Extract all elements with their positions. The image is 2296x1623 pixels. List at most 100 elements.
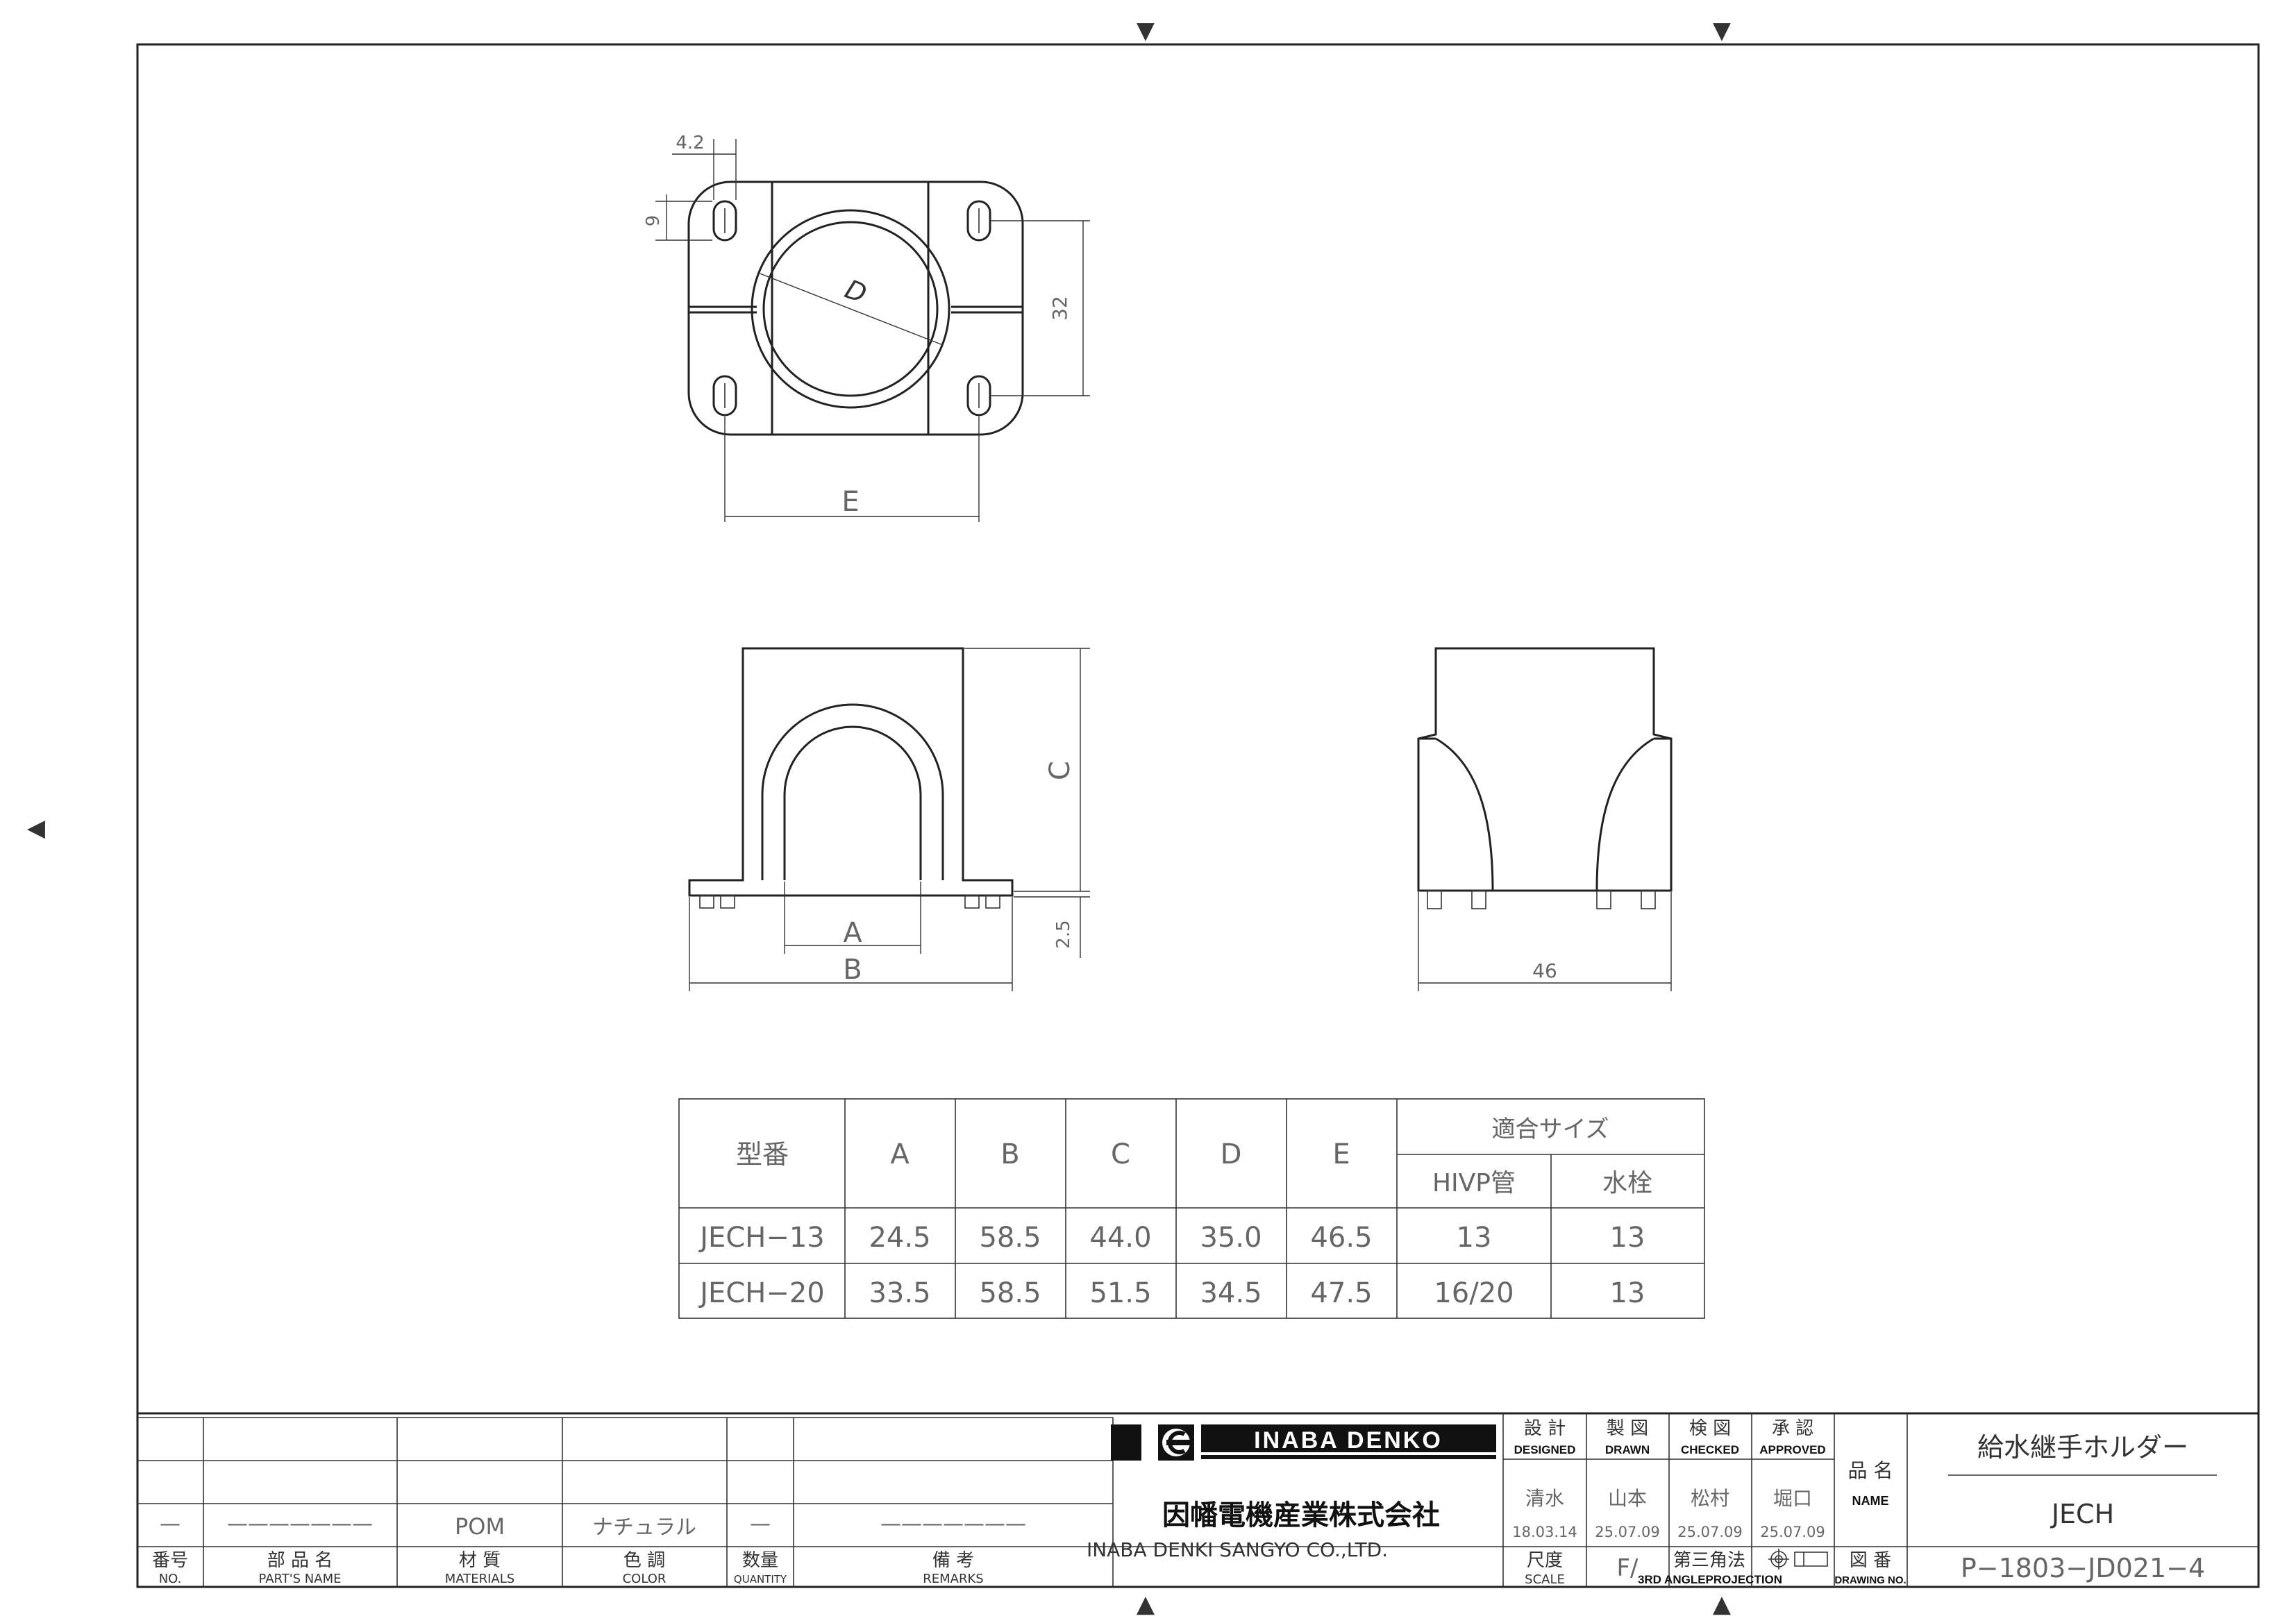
approval-date: 25.07.09 (1595, 1524, 1660, 1540)
company-name-en: INABA DENKI SANGYO CO.,LTD. (1087, 1538, 1388, 1561)
company-name-jp: 因幡電機産業株式会社 (1162, 1500, 1440, 1531)
col-header-d: D (1221, 1138, 1242, 1170)
projection-symbol-icon (1768, 1549, 1828, 1570)
scale-label-en: SCALE (1525, 1572, 1565, 1587)
approval-checked: 検 図 CHECKED 松村 25.07.09 (1677, 1418, 1743, 1540)
dim-pitch: E (841, 486, 859, 518)
product-title-jp: 給水継手ホルダー (1977, 1432, 2188, 1463)
name-label-en: NAME (1852, 1494, 1889, 1508)
approval-designed: 設 計 DESIGNED 清水 18.03.14 (1512, 1418, 1577, 1540)
cell-faucet: 13 (1610, 1222, 1645, 1254)
cell-a: 24.5 (869, 1222, 930, 1254)
center-marker-top-right: ▼ (1713, 17, 1732, 44)
cell-c: 51.5 (1089, 1277, 1151, 1309)
part-remarks: ——————— (880, 1512, 1026, 1536)
logo-text: INABA DENKO (1254, 1427, 1443, 1454)
cell-hivp: 16/20 (1434, 1277, 1514, 1309)
part-material: POM (455, 1513, 505, 1540)
header-part-jp: 部 品 名 (267, 1550, 333, 1571)
col-header-faucet: 水栓 (1602, 1169, 1652, 1197)
approval-name: 松村 (1691, 1487, 1729, 1510)
col-header-b: B (1000, 1138, 1019, 1170)
part-number: — (160, 1512, 181, 1536)
col-header-c: C (1111, 1138, 1130, 1170)
mount-slot (712, 200, 737, 242)
approval-label-en: APPROVED (1759, 1443, 1825, 1456)
header-mat-jp: 材 質 (459, 1550, 501, 1571)
header-rem-jp: 備 考 (932, 1550, 974, 1571)
cell-d: 34.5 (1200, 1277, 1262, 1309)
center-marker-top-left: ▼ (1137, 17, 1155, 44)
approval-label-jp: 設 計 (1524, 1418, 1566, 1439)
size-table: 型番 A B C D E 適合サイズ HIVP管 水栓 JECH−13 24.5… (678, 1098, 1705, 1319)
approval-approved: 承 認 APPROVED 堀口 25.07.09 (1759, 1418, 1825, 1540)
approval-label-en: DRAWN (1605, 1443, 1650, 1456)
dim-slot-width: 4.2 (676, 133, 704, 153)
parts-list: — ——————— POM ナチュラル — ——————— 番号 NO. 部 品… (137, 1417, 2259, 1587)
approval-name: 清水 (1525, 1487, 1564, 1510)
part-quantity: — (750, 1512, 771, 1536)
dim-depth: 46 (1532, 959, 1557, 982)
cell-c: 44.0 (1089, 1222, 1151, 1254)
mount-slot (712, 375, 737, 417)
dim-height: C (1044, 761, 1076, 780)
cell-faucet: 13 (1610, 1277, 1645, 1309)
approval-date: 25.07.09 (1677, 1524, 1743, 1540)
drawing-number: P−1803−JD021−4 (1961, 1553, 2205, 1583)
scale-label-jp: 尺度 (1527, 1550, 1563, 1571)
list-item: — ——————— POM ナチュラル — ——————— (160, 1512, 1026, 1540)
cell-d: 35.0 (1200, 1222, 1262, 1254)
part-color: ナチュラル (592, 1515, 696, 1540)
col-header-e: E (1332, 1138, 1350, 1170)
company-logo: INABA DENKO (1111, 1424, 1496, 1461)
front-view: C 2.5 A B (688, 647, 1090, 991)
dim-inner: A (843, 917, 862, 949)
header-mat-en: MATERIALS (445, 1572, 514, 1586)
part-name: ——————— (227, 1512, 373, 1536)
approval-date: 18.03.14 (1512, 1524, 1577, 1540)
cell-model: JECH−20 (698, 1277, 825, 1309)
approval-label-jp: 製 図 (1607, 1418, 1648, 1439)
center-marker-bottom-left: ▲ (1137, 1590, 1155, 1618)
table-row: JECH−20 33.5 58.5 51.5 34.5 47.5 16/20 1… (698, 1277, 1645, 1309)
scale-value: F/ (1616, 1554, 1639, 1582)
header-color-en: COLOR (623, 1572, 667, 1586)
drawing-frame (136, 43, 2260, 1588)
table-row: JECH−13 24.5 58.5 44.0 35.0 46.5 13 13 (698, 1222, 1645, 1254)
cell-b: 58.5 (979, 1277, 1041, 1309)
header-no-jp: 番号 (152, 1550, 188, 1571)
drawing-no-label-jp: 図 番 (1850, 1550, 1891, 1571)
approval-date: 25.07.09 (1760, 1524, 1825, 1540)
drawing-no-label-en: DRAWING NO. (1834, 1574, 1906, 1586)
dim-overall: B (843, 954, 862, 986)
cell-b: 58.5 (979, 1222, 1041, 1254)
cell-e: 46.5 (1310, 1222, 1372, 1254)
approval-drawn: 製 図 DRAWN 山本 25.07.09 (1595, 1418, 1660, 1540)
dim-slot-height: 6 (641, 215, 662, 227)
dim-hole-pitch: 32 (1048, 296, 1071, 321)
approval-label-jp: 検 図 (1689, 1418, 1731, 1439)
approval-name: 堀口 (1773, 1487, 1812, 1510)
approval-label-jp: 承 認 (1772, 1418, 1813, 1439)
header-qty-en: QUANTITY (734, 1573, 787, 1586)
col-header-a: A (890, 1138, 910, 1170)
header-color-jp: 色 調 (623, 1550, 665, 1571)
approval-label-en: CHECKED (1681, 1443, 1739, 1456)
col-header-fit-size: 適合サイズ (1492, 1116, 1609, 1143)
cell-hivp: 13 (1457, 1222, 1492, 1254)
center-marker-bottom-right: ▲ (1713, 1590, 1732, 1618)
cell-a: 33.5 (869, 1277, 930, 1309)
header-no-en: NO. (159, 1572, 182, 1586)
header-qty-jp: 数量 (742, 1550, 778, 1571)
name-label-jp: 品 名 (1848, 1459, 1893, 1482)
title-block: INABA DENKO 因幡電機産業株式会社 INABA DENKI SANGY… (137, 1412, 2259, 1587)
dim-thickness: 2.5 (1053, 920, 1074, 948)
header-part-en: PART'S NAME (259, 1572, 342, 1586)
product-title-en: JECH (2050, 1499, 2114, 1529)
header-rem-en: REMARKS (923, 1572, 983, 1586)
center-marker-left: ◀ (27, 814, 46, 842)
approval-label-en: DESIGNED (1514, 1443, 1576, 1456)
projection-label-jp: 第三角法 (1673, 1550, 1745, 1571)
col-header-model: 型番 (736, 1139, 789, 1170)
